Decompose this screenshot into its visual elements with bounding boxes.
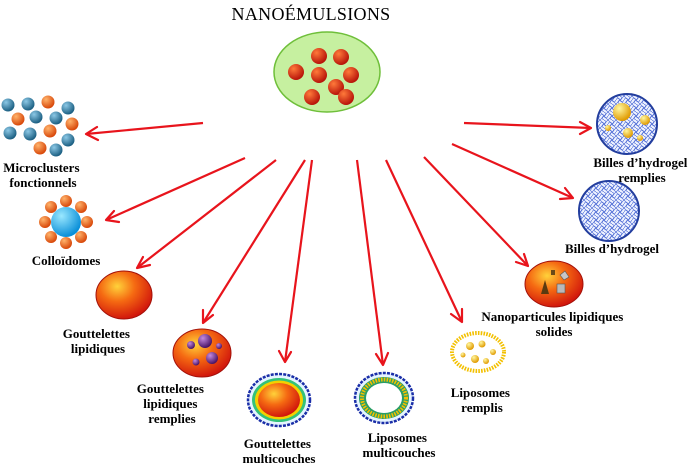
arrow-gouttelettes-lipidiques (135, 159, 277, 270)
arrow-liposomes-multicouches (355, 159, 390, 367)
arrow-gouttelettes-remplies (201, 159, 306, 325)
label-gouttelettes-multicouches: Gouttelettes multicouches (243, 436, 316, 466)
liposomes-remplis-illustration (450, 331, 506, 373)
colloidomes-illustration (39, 195, 93, 249)
central-nanoemulsion-droplet (273, 31, 381, 113)
billes-hydrogel-remplies-illustration (596, 93, 658, 155)
arrow-colloidomes (104, 156, 246, 224)
gouttelettes-multicouches-illustration (246, 372, 312, 428)
arrow-liposomes-remplis (385, 159, 464, 324)
label-liposomes-multicouches: Liposomes multicouches (363, 430, 436, 460)
label-liposomes-remplis: Liposomes remplis (451, 385, 513, 415)
label-gouttelettes-remplies: Gouttelettes lipidiques remplies (137, 381, 207, 426)
diagram-title: NANOÉMULSIONS (232, 3, 391, 24)
gouttelettes-lipidiques-illustration (95, 270, 153, 320)
arrows (84, 120, 593, 367)
arrow-microclusters (84, 121, 204, 142)
arrow-billes-hydrogel (451, 142, 575, 201)
arrow-billes-hydrogel-remplies (463, 120, 593, 136)
label-microclusters: Microclusters fonctionnels (3, 160, 83, 190)
label-billes-hydrogel: Billes d’hydrogel (565, 241, 659, 256)
labels: Microclusters fonctionnels Colloïdomes G… (3, 155, 690, 466)
label-gouttelettes-lipidiques: Gouttelettes lipidiques (63, 326, 133, 356)
label-colloidomes: Colloïdomes (32, 253, 101, 268)
nanoparticules-illustration (524, 260, 584, 308)
arrow-nanoparticules (423, 156, 530, 268)
gouttelettes-remplies-illustration (172, 328, 232, 378)
liposomes-multicouches-illustration (353, 371, 415, 425)
label-billes-hydrogel-remplies: Billes d’hydrogel remplies (593, 155, 690, 185)
label-nanoparticules: Nanoparticules lipidiques solides (481, 309, 626, 339)
arrow-gouttelettes-multicouches (277, 159, 314, 364)
microclusters-illustration (1, 95, 79, 157)
billes-hydrogel-illustration (578, 180, 640, 242)
